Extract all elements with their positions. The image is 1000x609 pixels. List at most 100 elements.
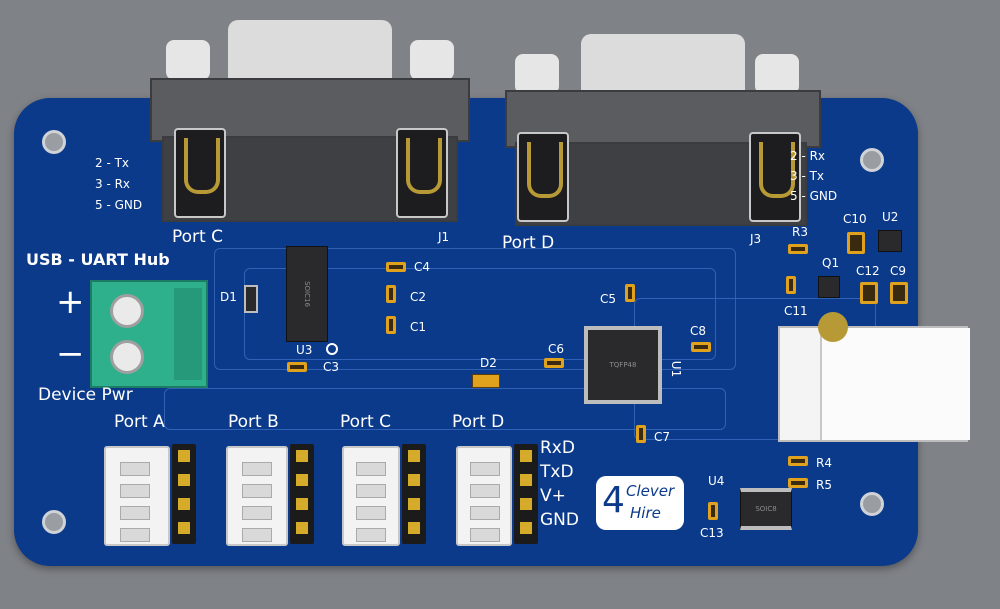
power-minus-label: − [56, 334, 85, 374]
connector-shell-top [581, 34, 745, 92]
capacitor-c13 [708, 502, 718, 520]
pin1-marker [326, 343, 338, 355]
transistor-q1 [818, 276, 840, 298]
resistor-r4 [788, 456, 808, 466]
db9-left-pin-label: 3 - Rx [95, 177, 131, 191]
connector-stud [755, 54, 799, 94]
jst-connector-port-c [342, 446, 400, 546]
ref-c12: C12 [856, 264, 880, 278]
pin-header-port-d [514, 444, 538, 544]
logo-line1: Clever [626, 482, 675, 500]
db9-connector-left [150, 18, 470, 228]
ic-u3-marking: SOIC16 [303, 281, 311, 307]
ref-c4: C4 [414, 260, 431, 274]
db9-right-pin-label: 3 - Tx [790, 169, 825, 183]
ref-c8: C8 [690, 324, 707, 338]
connector-slot [396, 128, 448, 218]
db9-right-pin-label: 2 - Rx [790, 149, 826, 163]
capacitor-c7 [636, 425, 646, 443]
db9-right-ref: J3 [750, 232, 762, 246]
power-plus-label: + [56, 282, 85, 322]
mounting-hole [860, 492, 884, 516]
mounting-hole [860, 148, 884, 172]
trace [244, 268, 716, 360]
diode-d2 [472, 374, 500, 388]
connector-shell-top [228, 20, 392, 80]
capacitor-c3 [287, 362, 307, 372]
port-label-c: Port C [340, 412, 391, 432]
ref-u1: U1 [669, 360, 684, 378]
terminal-screw [110, 340, 144, 374]
usb-b-connector [778, 326, 970, 442]
connector-slot [517, 132, 569, 222]
pin-label-gnd: GND [540, 510, 579, 530]
capacitor-c10 [847, 232, 865, 254]
db9-left-pin-label: 5 - GND [95, 198, 143, 212]
ref-c3: C3 [323, 360, 340, 374]
ic-u3: SOIC16 [286, 246, 328, 342]
ref-u3: U3 [296, 343, 313, 357]
ref-d1: D1 [220, 290, 237, 304]
capacitor-c8 [691, 342, 711, 352]
ref-c10: C10 [843, 212, 867, 226]
ic-u1: TQFP48 [584, 326, 662, 404]
port-label-b: Port B [228, 412, 279, 432]
jst-connector-port-a [104, 446, 170, 546]
usb-mount-ring [818, 312, 848, 342]
db9-right-pin-label: 5 - GND [790, 189, 838, 203]
ref-r3: R3 [792, 225, 808, 239]
capacitor-c6 [544, 358, 564, 368]
ref-c6: C6 [548, 342, 565, 356]
ref-r5: R5 [816, 478, 832, 492]
db9-left-pin-label: 2 - Tx [95, 156, 130, 170]
connector-slot [749, 132, 801, 222]
trace [214, 248, 736, 370]
pin-header-port-c [402, 444, 426, 544]
jst-connector-port-d [456, 446, 512, 546]
cleverhire-logo: 4 Clever Hire [596, 476, 684, 530]
usb-front [820, 328, 970, 440]
trace [164, 388, 726, 430]
capacitor-c5 [625, 284, 635, 302]
ref-c7: C7 [654, 430, 671, 444]
capacitor-c11 [786, 276, 796, 294]
connector-slot [174, 128, 226, 218]
ref-r4: R4 [816, 456, 832, 470]
terminal-side [174, 288, 202, 380]
connector-stud [410, 40, 454, 80]
capacitor-c1 [386, 316, 396, 334]
connector-stud [515, 54, 559, 94]
logo-digit: 4 [602, 480, 625, 521]
pin-label-vplus: V+ [540, 486, 566, 506]
ref-c1: C1 [410, 320, 427, 334]
jst-connector-port-b [226, 446, 288, 546]
ref-q1: Q1 [822, 256, 840, 270]
ic-u4-marking: SOIC8 [755, 505, 777, 513]
mounting-hole [42, 130, 66, 154]
ic-u1-marking: TQFP48 [609, 361, 637, 369]
logo-line2: Hire [630, 504, 661, 522]
connector-stud [166, 40, 210, 80]
ref-c9: C9 [890, 264, 907, 278]
port-label-a: Port A [114, 412, 165, 432]
pin-label-rxd: RxD [540, 438, 575, 458]
capacitor-c9 [890, 282, 908, 304]
power-terminal-block [90, 280, 208, 388]
db9-right-port-label: Port D [502, 233, 555, 253]
diode-d1 [244, 285, 258, 313]
db9-connector-right [505, 32, 825, 232]
ref-d2: D2 [480, 356, 497, 370]
pin-label-txd: TxD [540, 462, 574, 482]
ic-u4: SOIC8 [740, 488, 792, 530]
capacitor-c12 [860, 282, 878, 304]
ref-c11: C11 [784, 304, 808, 318]
mounting-hole [42, 510, 66, 534]
capacitor-c4 [386, 262, 406, 272]
resistor-r5 [788, 478, 808, 488]
ref-c13: C13 [700, 526, 724, 540]
board-title: USB - UART Hub [26, 250, 170, 269]
port-label-d: Port D [452, 412, 505, 432]
capacitor-c2 [386, 285, 396, 303]
ref-c5: C5 [600, 292, 617, 306]
pin-header-port-b [290, 444, 314, 544]
